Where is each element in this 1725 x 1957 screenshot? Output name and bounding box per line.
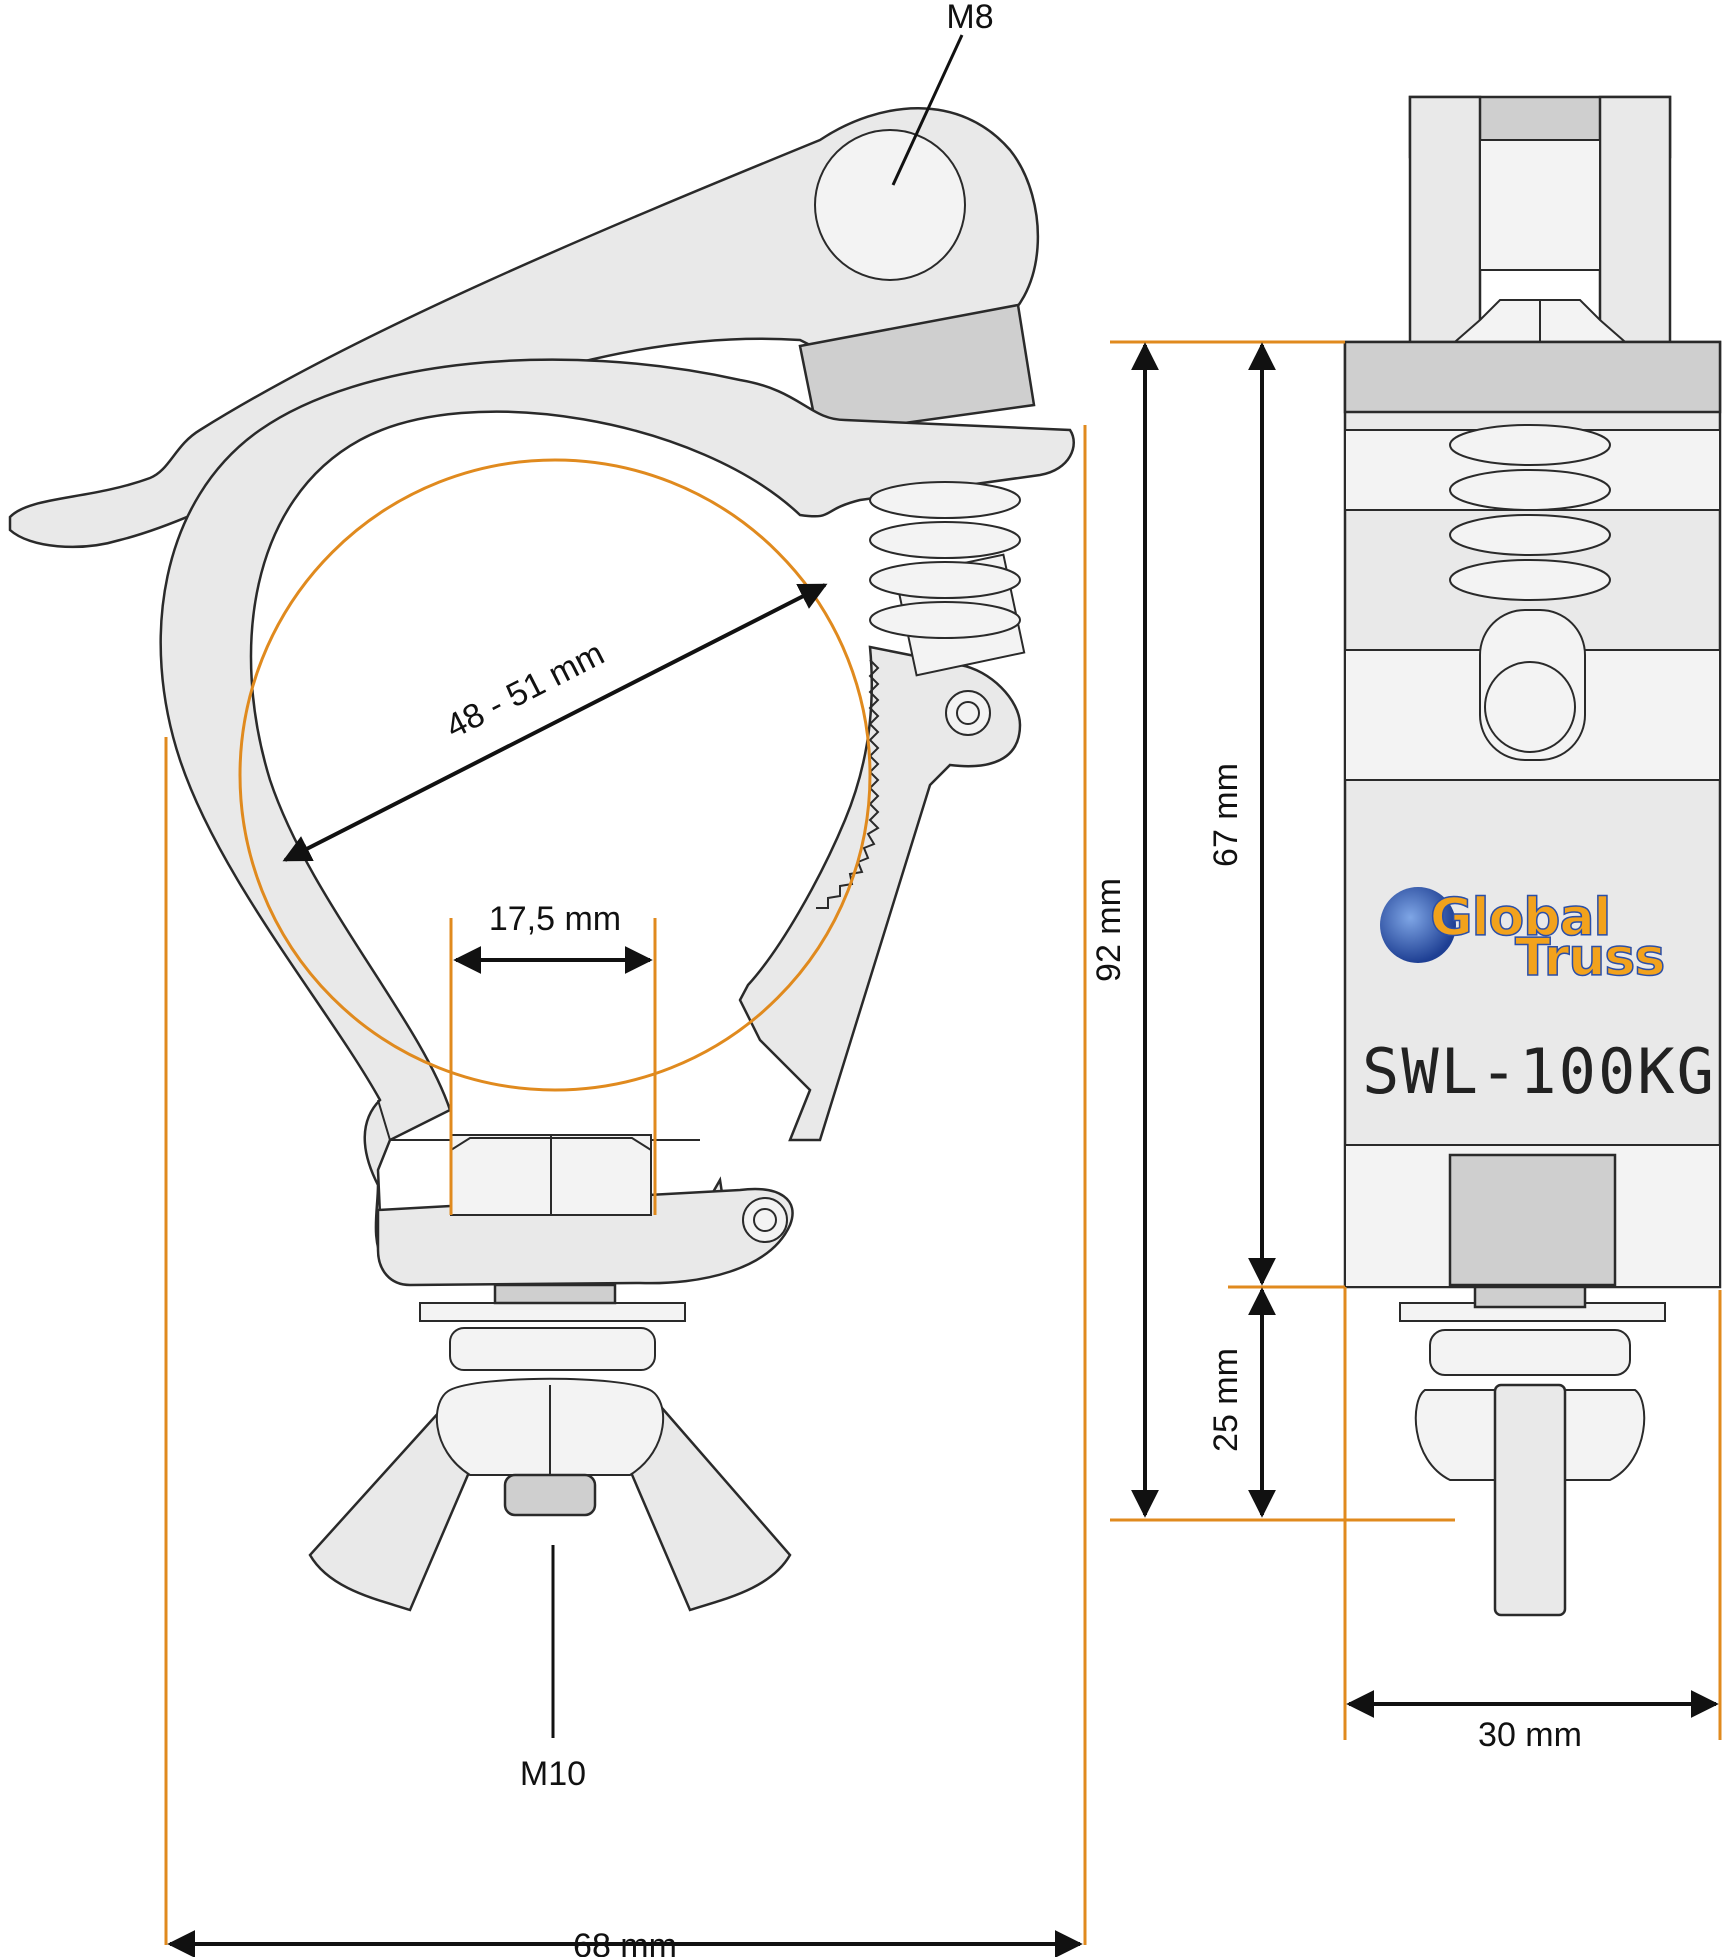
total-width-label: 68 mm [573, 1927, 677, 1957]
bolt-length-label: 25 mm [1207, 1348, 1245, 1452]
upper-pivot-pin [945, 690, 991, 736]
spring [869, 481, 1026, 677]
m8-leader [891, 34, 964, 186]
nut-width-label: 17,5 mm [489, 900, 621, 938]
side-width-label: 30 mm [1478, 1716, 1582, 1754]
locking-arm [738, 645, 1022, 1142]
body-height-label: 67 mm [1207, 763, 1245, 867]
lock-washer [449, 1327, 656, 1371]
svg-text:Truss: Truss [1515, 928, 1664, 988]
side-spring [1449, 424, 1611, 761]
m8-bolt-head [814, 129, 966, 281]
svg-text:Global: Global [1430, 888, 1610, 948]
flat-washer [419, 1302, 686, 1322]
lower-pivot-pin [742, 1197, 788, 1243]
pipe-outline [238, 458, 872, 1092]
arm-teeth [816, 659, 880, 909]
m8-label: M8 [946, 0, 993, 36]
total-height-label: 92 mm [1090, 878, 1128, 982]
upper-collar [798, 303, 1036, 437]
hex-nut [450, 1134, 652, 1216]
side-view: Global Truss SWL-100KG 92 mm 67 mm 25 mm… [1090, 95, 1722, 1754]
pipe-diameter-label: 48 - 51 mm [440, 634, 610, 746]
pipe-diameter-arrow [282, 583, 828, 862]
swl-stamp: SWL-100KG [1362, 1035, 1716, 1108]
global-truss-logo: Global Truss [1380, 887, 1666, 989]
wing-nut [308, 1377, 792, 1612]
front-view: M8 M10 48 - 51 mm 17,5 mm 68 mm [8, 0, 1087, 1957]
m10-label: M10 [520, 1755, 586, 1793]
